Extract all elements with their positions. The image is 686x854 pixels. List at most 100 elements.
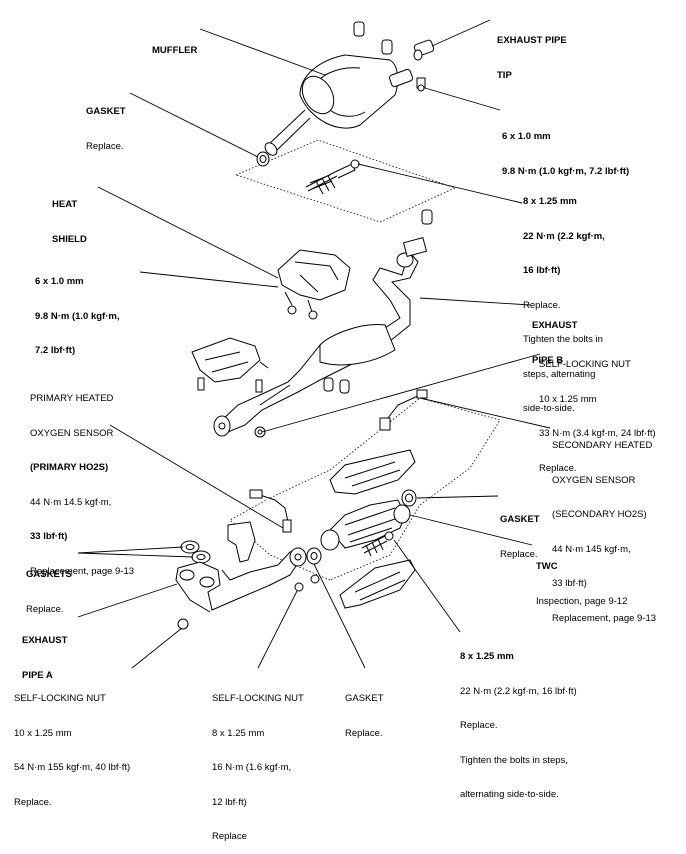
gasket-right-label: GASKET Replace. <box>500 491 540 572</box>
self-locking-nut-bl-size: 10 x 1.25 mm <box>14 727 72 739</box>
heat-shield-line1: HEAT <box>52 199 78 210</box>
bolt-8x125-bottom-size: 8 x 1.25 mm <box>460 651 514 662</box>
twc-label: TWC Inspection, page 9-12 <box>536 538 627 619</box>
secondary-sensor-label: SECONDARY HEATED OXYGEN SENSOR (SECONDAR… <box>552 417 656 636</box>
bolt-8x125-top-label: 8 x 1.25 mm 22 N·m (2.2 kgf·m, 16 lbf·ft… <box>523 173 605 426</box>
gaskets-left-label: GASKETS Replace. <box>26 546 72 627</box>
heat-shield-bottom <box>339 559 416 609</box>
secondary-sensor-note: Replacement, page 9-13 <box>552 612 657 624</box>
bolt-8x125-top-note2: Tighten the bolts in <box>523 334 603 345</box>
bolt-6x1-mid-label: 6 x 1.0 mm 9.8 N·m (1.0 kgf·m, 7.2 lbf·f… <box>35 253 119 368</box>
bolt-8x125-bottom-torque: 22 N·m (2.2 kgf·m, 16 lbf·ft) <box>460 685 577 697</box>
self-locking-nut-right-label: SELF-LOCKING NUT 10 x 1.25 mm 33 N·m (3.… <box>539 336 656 486</box>
bolt-8x125-top-torque1: 22 N·m (2.2 kgf·m, <box>523 230 605 242</box>
primary-sensor-torque2: 33 lbf·ft) <box>30 531 68 542</box>
primary-sensor-note: Replacement, page 9-13 <box>30 565 135 577</box>
self-locking-nut-right-size: 10 x 1.25 mm <box>539 393 597 405</box>
bolt-6x1-top-torque: 9.8 N·m (1.0 kgf·m, 7.2 lbf·ft) <box>502 165 630 177</box>
gasket-bottom-label: GASKET Replace. <box>345 670 384 751</box>
self-locking-nut-right-torque: 33 N·m (3.4 kgf·m, 24 lbf·ft) <box>539 428 656 439</box>
exhaust-pipe-tip-line1: EXHAUST PIPE <box>497 35 567 46</box>
heat-shield-label: HEAT SHIELD <box>52 176 87 257</box>
gasket-bottom-title: GASKET <box>345 693 384 704</box>
self-locking-nut-bl-note: Replace. <box>14 796 52 808</box>
gasket-right-note: Replace. <box>500 548 538 560</box>
rubber-hangers-mid <box>323 377 350 394</box>
muffler-part <box>264 54 414 156</box>
exhaust-system-diagram <box>77 19 551 669</box>
exhaust-pipe-a-part <box>175 547 307 613</box>
primary-sensor-part <box>227 489 292 563</box>
heat-shield-lower-left <box>191 337 269 393</box>
primary-sensor-line3: (PRIMARY HO2S) <box>30 462 109 473</box>
self-locking-nut-right-title: SELF-LOCKING NUT <box>539 359 631 370</box>
exhaust-pipe-b-label: EXHAUST PIPE B <box>532 297 577 378</box>
bolt-8x125-bottom-label: 8 x 1.25 mm 22 N·m (2.2 kgf·m, 16 lbf·ft… <box>460 628 577 812</box>
primary-sensor-label: PRIMARY HEATED OXYGEN SENSOR (PRIMARY HO… <box>30 370 134 589</box>
bolt-8x125-top-note1: Replace. <box>523 299 561 311</box>
bolt-8x125-top-size: 8 x 1.25 mm <box>523 196 577 207</box>
bolt-6x1-mid-torque2: 7.2 lbf·ft) <box>35 345 76 356</box>
secondary-sensor-part <box>379 389 428 431</box>
bolt-8x125-top-torque2: 16 lbf·ft) <box>523 265 561 276</box>
self-locking-nut-bl-label: SELF-LOCKING NUT 10 x 1.25 mm 54 N·m 155… <box>14 670 130 820</box>
exhaust-pipe-b-line2: PIPE B <box>532 354 564 366</box>
gasket-right-part <box>401 489 417 507</box>
self-locking-nut-bm-label: SELF-LOCKING NUT 8 x 1.25 mm 16 N·m (1.6… <box>212 670 304 854</box>
gasket-bottom-part <box>306 547 322 565</box>
heat-shield-upper <box>277 249 351 320</box>
gasket-bottom-note: Replace. <box>345 727 383 739</box>
self-locking-nut-right-note: Replace. <box>539 462 577 474</box>
exhaust-pipe-tip-label: EXHAUST PIPE TIP <box>497 12 567 93</box>
bolt-8x125-top-note3: steps, alternating <box>523 368 596 380</box>
bolt-muffler <box>416 77 426 92</box>
gaskets-left-note: Replace. <box>26 603 64 615</box>
self-locking-nut-bm-torque2: 12 lbf·ft) <box>212 796 247 808</box>
secondary-sensor-line1: SECONDARY HEATED <box>552 440 653 451</box>
muffler-label: MUFFLER <box>152 22 197 68</box>
spring-bolt-top <box>305 159 360 195</box>
twc-note: Inspection, page 9-12 <box>536 595 628 607</box>
exhaust-pipe-b-part <box>213 237 428 437</box>
spring-bolt-bottom <box>361 531 394 557</box>
exhaust-tip-part <box>413 39 435 61</box>
gasket-right-title: GASKET <box>500 514 540 525</box>
secondary-sensor-torque1: 44 N·m 145 kgf·m, <box>552 543 631 555</box>
gaskets-left-title: GASKETS <box>26 569 72 580</box>
secondary-sensor-line3: (SECONDARY HO2S) <box>552 509 647 520</box>
heat-shield-twc-upper <box>329 449 416 495</box>
muffler-title: MUFFLER <box>152 45 198 56</box>
self-locking-nut-bl-torque: 54 N·m 155 kgf·m, 40 lbf·ft) <box>14 762 131 773</box>
bolt-6x1-mid-torque1: 9.8 N·m (1.0 kgf·m, <box>35 310 120 322</box>
bolt-6x1-mid-size: 6 x 1.0 mm <box>35 276 84 287</box>
bolt-8x125-bottom-note1: Replace. <box>460 720 498 731</box>
secondary-sensor-torque2: 33 lbf·ft) <box>552 578 587 589</box>
bolt-6x1-top-size: 6 x 1.0 mm <box>502 131 551 142</box>
gasket-top-part <box>256 151 270 167</box>
bolt-8x125-bottom-note2: Tighten the bolts in steps, <box>460 754 568 766</box>
self-locking-nuts-bottom <box>177 574 320 630</box>
gasket-top-note: Replace. <box>86 140 124 152</box>
secondary-sensor-line2: OXYGEN SENSOR <box>552 474 636 486</box>
self-locking-nut-bm-title: SELF-LOCKING NUT <box>212 693 304 704</box>
twc-part <box>320 499 411 551</box>
primary-sensor-line1: PRIMARY HEATED <box>30 393 114 404</box>
self-locking-nut-bm-note: Replace <box>212 831 247 842</box>
rubber-hangers-top <box>353 21 433 225</box>
exhaust-pipe-a-line2: PIPE A <box>22 669 53 681</box>
primary-sensor-torque1: 44 N·m 14.5 kgf·m, <box>30 496 112 508</box>
twc-title: TWC <box>536 561 558 572</box>
exhaust-pipe-tip-line2: TIP <box>497 69 512 81</box>
exhaust-pipe-a-label: EXHAUST PIPE A <box>22 612 67 693</box>
self-locking-nut-bl-title: SELF-LOCKING NUT <box>14 693 106 704</box>
exhaust-pipe-b-line1: EXHAUST <box>532 320 578 331</box>
gaskets-left-part <box>180 540 211 564</box>
self-locking-nut-bm-size: 8 x 1.25 mm <box>212 727 265 739</box>
gasket-top-label: GASKET Replace. <box>86 83 126 164</box>
exhaust-pipe-a-line1: EXHAUST <box>22 635 68 646</box>
heat-shield-line2: SHIELD <box>52 233 87 245</box>
gasket-top-title: GASKET <box>86 106 126 117</box>
primary-sensor-line2: OXYGEN SENSOR <box>30 427 114 439</box>
leader-lines <box>77 19 551 669</box>
self-locking-nut-bm-torque1: 16 N·m (1.6 kgf·m, <box>212 762 292 773</box>
